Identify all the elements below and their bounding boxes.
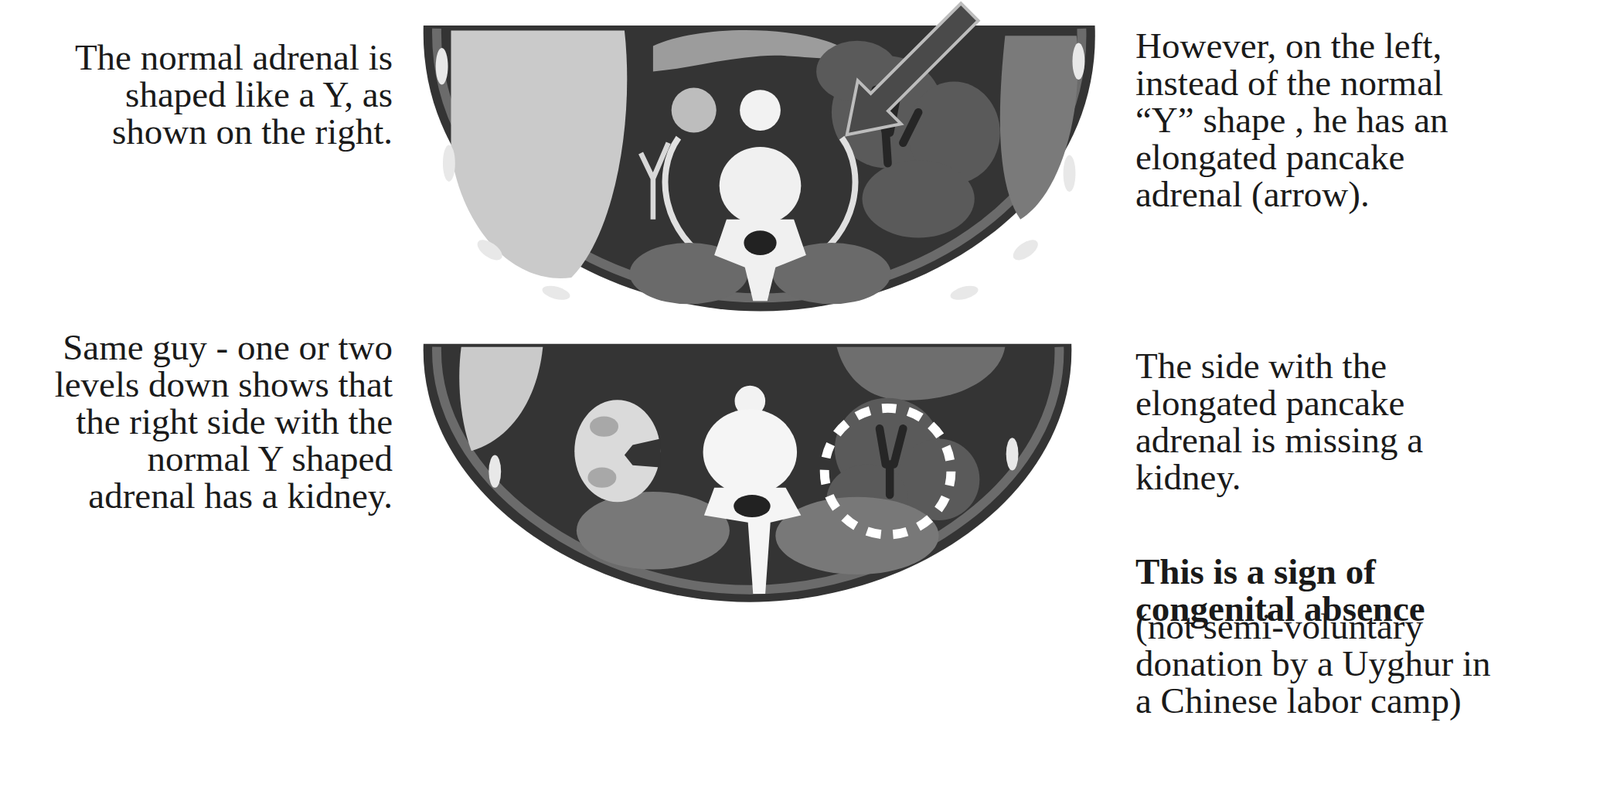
- lower-ct-slice: [423, 343, 1073, 603]
- ribs: [435, 42, 1086, 303]
- rib: [488, 455, 501, 488]
- rib: [473, 235, 506, 264]
- body-outline: [423, 25, 1096, 312]
- left-note: The normal adrenal is shaped like a Y, a…: [52, 38, 393, 150]
- rib: [1072, 42, 1085, 80]
- renal-pyramid: [587, 466, 617, 487]
- ribs: [488, 437, 1018, 488]
- pointer-arrow: [825, 0, 992, 157]
- vertebral-body: [719, 146, 802, 225]
- abdominal-wall: [436, 347, 1059, 590]
- body-outline: [423, 343, 1073, 603]
- rib: [541, 282, 572, 303]
- left-note: Same guy - one or two levels down shows …: [37, 328, 393, 515]
- liver-tip: [459, 347, 543, 452]
- rib: [435, 47, 449, 86]
- aorta: [739, 89, 781, 131]
- renal-pyramid: [589, 415, 619, 436]
- bowel-band: [837, 347, 1006, 401]
- rib: [442, 144, 456, 182]
- spinal-canal: [743, 230, 777, 256]
- bowel-loop: [862, 160, 975, 238]
- liver: [451, 30, 628, 279]
- psoas-muscle: [775, 497, 939, 575]
- ivc: [671, 87, 717, 133]
- posterior-elements: [714, 219, 807, 302]
- spleen: [1000, 35, 1079, 220]
- vertebral-body: [703, 408, 797, 495]
- upper-ct-slice: [423, 0, 1096, 312]
- spinal-canal: [733, 494, 771, 518]
- dashed-circle: [824, 408, 952, 535]
- rib: [1006, 437, 1019, 470]
- posterior-elements: [704, 487, 801, 594]
- right-note: However, on the left, instead of the nor…: [1135, 27, 1476, 213]
- rib: [1009, 235, 1042, 264]
- right-kidney: [574, 399, 661, 502]
- bowel-content: [879, 428, 903, 495]
- rib: [949, 282, 981, 303]
- psoas-muscle: [576, 491, 730, 569]
- aside-note: (not semi-voluntary donation by a Uyghur…: [1135, 607, 1515, 719]
- right-note: The side with the elongated pancake adre…: [1135, 347, 1476, 496]
- rib: [1063, 155, 1076, 193]
- renal-hilum: [624, 438, 661, 467]
